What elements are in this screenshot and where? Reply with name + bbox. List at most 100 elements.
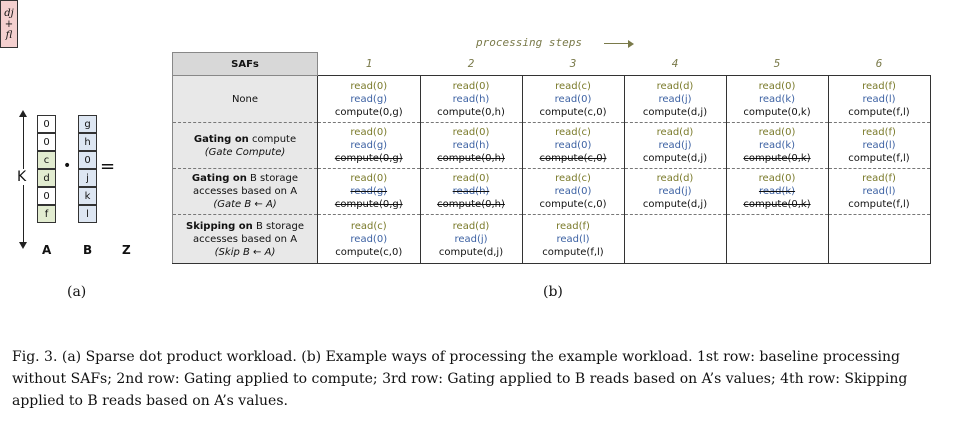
read-a-op: read(0) — [452, 127, 490, 138]
vector-b-cell: h — [78, 133, 97, 151]
step-cell: read(c)read(0)compute(c,0) — [317, 214, 421, 264]
compute-op: compute(0,h) — [437, 199, 505, 210]
row-label-italic: (Gate Compute) — [204, 146, 286, 158]
read-a-op: read(0) — [452, 80, 490, 92]
vector-a-cell: 0 — [37, 133, 56, 151]
step-cell: read(d)read(j)compute(d,j) — [420, 214, 523, 264]
compute-op: compute(0,g) — [334, 153, 403, 164]
compute-op: compute(0,k) — [743, 199, 811, 210]
compute-op: compute(d,j) — [642, 199, 708, 210]
read-b-op: read(j) — [658, 186, 692, 197]
read-b-op: read(l) — [862, 140, 896, 151]
vector-b-cell: k — [78, 187, 97, 205]
compute-op: compute(c,0) — [539, 106, 607, 118]
vector-a-cell: 0 — [37, 115, 56, 133]
z-term-2: fl — [5, 29, 13, 41]
step-cell: read(0)read(h)compute(0,h) — [420, 75, 523, 123]
read-b-op: read(g) — [350, 140, 388, 151]
vector-a-cell: 0 — [37, 187, 56, 205]
compute-op: compute(f,l) — [542, 246, 604, 258]
z-plus: + — [4, 18, 14, 30]
k-label: K — [16, 169, 28, 185]
step-cell: read(0)read(g)compute(0,g) — [317, 168, 421, 215]
saf-row: Skipping on B storage accesses based on … — [172, 214, 931, 264]
row-label-text: B storage accesses based on A — [192, 173, 299, 197]
read-a-op: read(d) — [656, 80, 694, 92]
step-cell: read(0)read(k)compute(0,k) — [726, 122, 829, 169]
figure-caption: Fig. 3. (a) Sparse dot product workload.… — [12, 349, 908, 409]
dot-operator: • — [63, 158, 72, 174]
step-cell: read(c) read(0) compute(c,0) — [522, 168, 625, 215]
read-b-op: read(h) — [452, 93, 490, 105]
row-label-bold: Gating on — [193, 133, 249, 145]
read-b-op: read(0) — [350, 233, 388, 245]
row-label-text: B storage accesses based on A — [192, 220, 304, 245]
label-b: B — [83, 243, 93, 257]
read-b-op: read(0) — [554, 186, 592, 197]
step-cell: read(c)read(0)compute(c,0) — [522, 75, 625, 123]
read-b-op: read(h) — [452, 186, 490, 197]
read-a-op: read(f) — [862, 80, 896, 92]
result-z: dj + fl — [0, 0, 18, 48]
read-b-op: read(l) — [862, 93, 896, 105]
step-header-2: 2 — [467, 57, 475, 71]
row-label-italic: (Gate B ← A) — [213, 199, 277, 210]
compute-op: compute(d,j) — [438, 246, 504, 258]
row-label-italic: (Skip B ← A) — [214, 246, 276, 258]
label-z: Z — [122, 243, 131, 257]
read-b-op: read(0) — [554, 93, 592, 105]
read-b-op: read(k) — [758, 186, 796, 197]
compute-op: compute(c,0) — [539, 199, 607, 210]
step-cell: read(0)read(k)compute(0,k) — [726, 75, 829, 123]
saf-row-label: Gating on B storage accesses based on A (… — [172, 168, 318, 215]
step-cell: read(0)read(h)compute(0,h) — [420, 122, 523, 169]
compute-op: compute(0,g) — [334, 106, 403, 118]
compute-op: compute(0,h) — [437, 106, 505, 118]
step-cell: read(f)read(l)compute(f,l) — [828, 168, 931, 215]
saf-column-header: SAFs — [172, 52, 318, 76]
steps-arrow-line — [604, 43, 630, 44]
step-header-6: 6 — [875, 57, 883, 71]
step-cell: read(d)read(j)compute(d,j) — [624, 122, 727, 169]
step-cell: read(f)read(l)compute(f,l) — [522, 214, 625, 264]
read-b-op: read(0) — [554, 140, 592, 151]
read-a-op: read(c) — [555, 127, 591, 138]
equals-operator: = — [100, 156, 116, 177]
read-a-op: read(0) — [758, 127, 796, 138]
compute-op: compute(c,0) — [539, 153, 607, 164]
steps-arrow-right-icon — [628, 40, 634, 48]
step-header-5: 5 — [773, 57, 781, 71]
sublabel-a: (a) — [67, 284, 87, 300]
read-a-op: read(d) — [452, 220, 490, 232]
read-b-op: read(g) — [350, 93, 388, 105]
vector-b-cell: l — [78, 205, 97, 223]
compute-op: compute(d,j) — [642, 153, 708, 164]
read-a-op: read(c) — [555, 173, 591, 184]
saf-row: Gating on B storage accesses based on A (… — [172, 168, 931, 215]
vector-a-cell: c — [37, 151, 56, 169]
vector-b-cell: g — [78, 115, 97, 133]
read-a-op: read(0) — [758, 80, 796, 92]
vector-a-cell: d — [37, 169, 56, 187]
step-header-3: 3 — [569, 57, 577, 71]
read-a-op: read(0) — [350, 127, 388, 138]
saf-row: Gating on compute(Gate Compute)read(0)re… — [172, 122, 931, 169]
read-b-op: read(h) — [452, 140, 490, 151]
read-b-op: read(j) — [658, 93, 692, 105]
read-b-op: read(l) — [862, 186, 896, 197]
read-a-op: read(d) — [656, 173, 694, 184]
saf-row-label: Skipping on B storage accesses based on … — [172, 214, 318, 264]
compute-op: compute(0,g) — [334, 199, 403, 210]
step-cell: read(0) read(g) compute(0,g) — [317, 122, 421, 169]
read-a-op: read(f) — [556, 220, 590, 232]
read-a-op: read(f) — [862, 127, 896, 138]
z-term-1: dj — [4, 7, 14, 19]
read-a-op: read(c) — [555, 80, 591, 92]
compute-op: compute(f,l) — [848, 199, 910, 210]
row-label-bold: Gating on — [191, 173, 247, 184]
read-b-op: read(g) — [350, 186, 388, 197]
step-cell: read(d)read(j)compute(d,j) — [624, 75, 727, 123]
